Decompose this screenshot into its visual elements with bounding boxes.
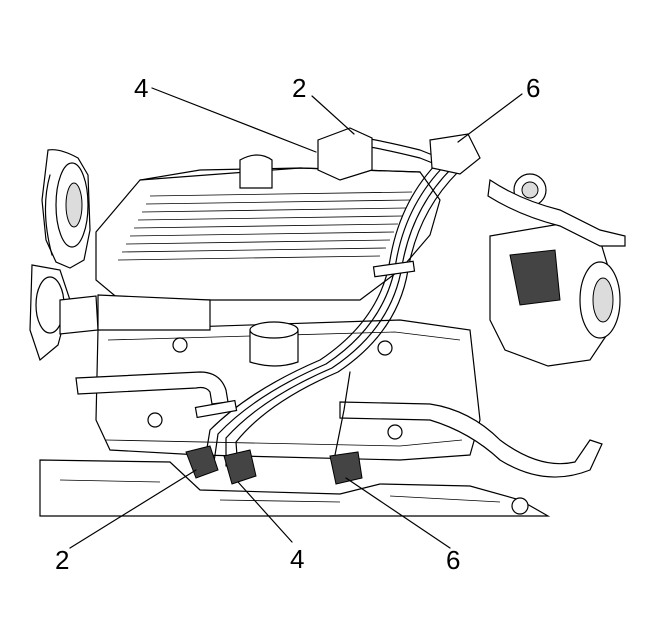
plug-boots <box>185 445 363 485</box>
callout-bottom-mid: 4 <box>290 544 305 574</box>
callout-top-mid: 2 <box>292 73 307 103</box>
intake-manifold <box>95 167 441 301</box>
throttle-body <box>487 173 626 367</box>
callout-bottom-right: 6 <box>446 545 461 575</box>
callout-bottom-left: 2 <box>55 545 70 575</box>
callout-top-right: 6 <box>526 73 541 103</box>
accessory-pulley <box>29 149 91 362</box>
ignition-coils <box>239 127 481 189</box>
spark-plug-wires <box>194 135 459 471</box>
leader-lines <box>69 87 523 549</box>
coolant-hose <box>59 294 603 478</box>
callout-top-left: 4 <box>134 73 149 103</box>
engine-block <box>39 459 551 517</box>
